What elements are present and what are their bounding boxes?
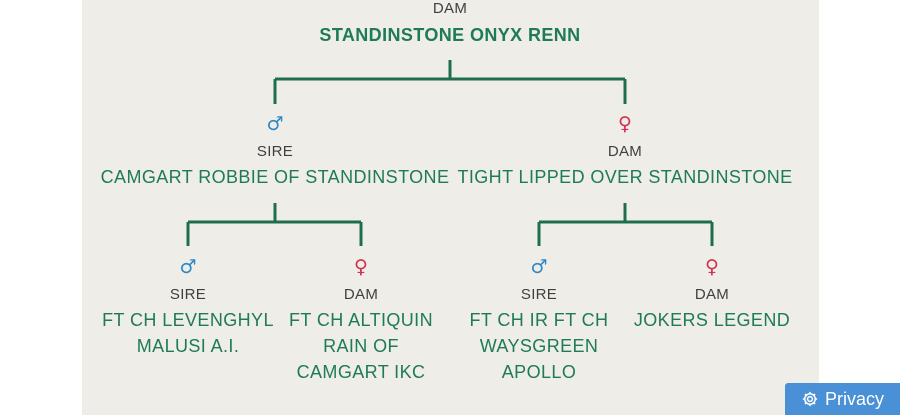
sire-node: SIRE CAMGART ROBBIE OF STANDINSTONE: [101, 143, 450, 190]
sire-dam-node: DAM FT CH ALTIQUIN RAIN OF CAMGART IKC: [289, 286, 433, 385]
male-symbol-icon: ♂: [266, 113, 284, 135]
root-name: STANDINSTONE ONYX RENN: [319, 25, 581, 45]
sire-dam-name-line: RAIN OF: [323, 336, 399, 356]
gear-icon: [802, 391, 818, 407]
root-role: DAM: [432, 0, 468, 17]
sire-dam-name-line: FT CH ALTIQUIN: [289, 310, 433, 330]
dam-node: DAM TIGHT LIPPED OVER STANDINSTONE: [457, 143, 792, 190]
male-symbol-icon: ♂: [179, 256, 197, 278]
privacy-button[interactable]: Privacy: [785, 383, 900, 415]
female-symbol-icon: ♀: [618, 113, 632, 135]
female-symbol-icon: ♀: [705, 256, 719, 278]
sire-sire-node: SIRE FT CH LEVENGHYL MALUSI A.I.: [102, 286, 274, 359]
sire-sire-role: SIRE: [169, 286, 207, 303]
sire-dam-name-line: CAMGART IKC: [296, 362, 426, 382]
dam-dam-name-line: JOKERS LEGEND: [633, 310, 791, 330]
dam-sire-name-line: APOLLO: [501, 362, 577, 382]
privacy-label: Privacy: [824, 388, 884, 409]
dam-dam-node: DAM JOKERS LEGEND: [634, 286, 790, 333]
sire-sire-name-line: FT CH LEVENGHYL: [102, 310, 274, 330]
dam-sire-name-line: WAYSGREEN: [479, 336, 599, 356]
connector-sire-branch: [186, 203, 363, 246]
sire-role: SIRE: [256, 143, 294, 160]
female-symbol-icon: ♀: [354, 256, 368, 278]
root-node: DAM STANDINSTONE ONYX RENN: [319, 0, 580, 48]
sire-dam-role: DAM: [343, 286, 379, 303]
sire-sire-name-line: MALUSI A.I.: [136, 336, 240, 356]
connector-root: [273, 60, 627, 104]
connector-dam-branch: [537, 203, 714, 246]
sire-name: CAMGART ROBBIE OF STANDINSTONE: [100, 167, 450, 187]
dam-sire-node: SIRE FT CH IR FT CH WAYSGREEN APOLLO: [470, 286, 609, 385]
dam-sire-name-line: FT CH IR FT CH: [469, 310, 609, 330]
dam-name: TIGHT LIPPED OVER STANDINSTONE: [457, 167, 793, 187]
dam-role: DAM: [607, 143, 643, 160]
dam-sire-role: SIRE: [520, 286, 558, 303]
dam-dam-role: DAM: [694, 286, 730, 303]
male-symbol-icon: ♂: [530, 256, 548, 278]
